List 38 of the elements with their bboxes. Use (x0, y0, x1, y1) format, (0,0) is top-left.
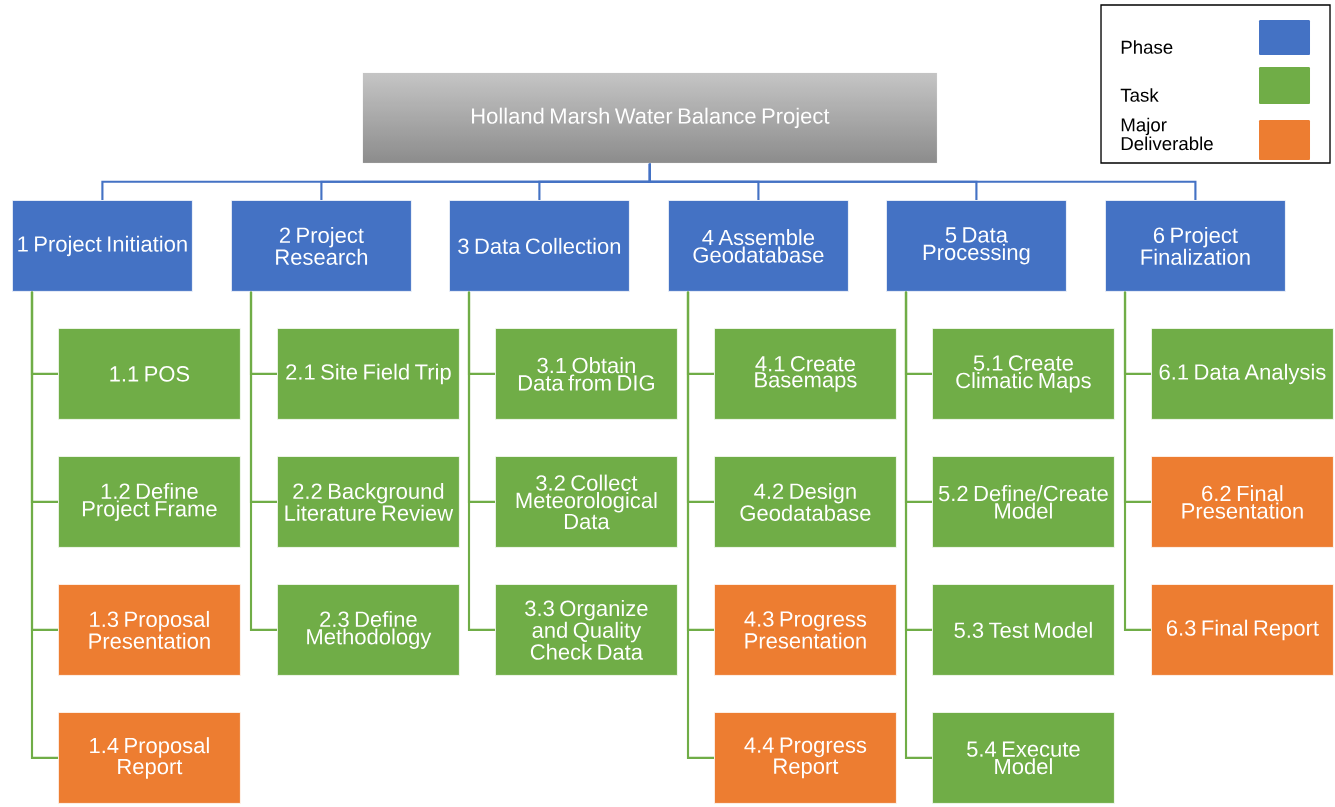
connector-line (1123, 291, 1151, 631)
task-box: 2.3 Define Methodology (277, 584, 460, 676)
task-box: 4.2 Design Geodatabase (714, 456, 897, 548)
task-box: 3.1 Obtain Data from DIG (495, 328, 678, 420)
connector-line (904, 291, 932, 759)
deliverable-box: 1.4 Proposal Report (58, 712, 241, 804)
connector-line (686, 291, 714, 759)
phase-box: 2 Project Research (231, 200, 412, 292)
task-box: 2.1 Site Field Trip (277, 328, 460, 420)
task-box: 1.1 POS (58, 328, 241, 420)
connector-line (467, 291, 495, 631)
legend-label: Phase (1121, 40, 1173, 54)
deliverable-box: 1.3 Proposal Presentation (58, 584, 241, 676)
task-box: 3.2 Collect Meteorological Data (495, 456, 678, 548)
phase-box: 4 Assemble Geodatabase (668, 200, 849, 292)
task-box: 4.1 Create Basemaps (714, 328, 897, 420)
task-box: 2.2 Background Literature Review (277, 456, 460, 548)
legend-label: Task (1120, 88, 1159, 102)
phase-box: 3 Data Collection (449, 200, 630, 292)
phase-box: 1 Project Initiation (12, 200, 193, 292)
task-box: 5.1 Create Climatic Maps (932, 328, 1115, 420)
legend-label: Major Deliverable (1121, 117, 1213, 151)
deliverable-box: 6.2 Final Presentation (1151, 456, 1334, 548)
task-box: 6.1 Data Analysis (1151, 328, 1334, 420)
connector-line (648, 163, 1197, 200)
task-box: 5.4 Execute Model (932, 712, 1115, 804)
phase-box: 5 Data Processing (886, 200, 1067, 292)
connector-line (30, 291, 58, 759)
deliverable-box: 4.3 Progress Presentation (714, 584, 897, 676)
connector-line (249, 291, 277, 631)
task-box: 3.3 Organize and Quality Check Data (495, 584, 678, 676)
task-box: 1.2 Define Project Frame (58, 456, 241, 548)
phase-box: 6 Project Finalization (1105, 200, 1286, 292)
task-box: 5.3 Test Model (932, 584, 1115, 676)
task-box: 5.2 Define/Create Model (932, 456, 1115, 548)
deliverable-box: 4.4 Progress Report (714, 712, 897, 804)
deliverable-box: 6.3 Final Report (1151, 584, 1334, 676)
project-box: Holland Marsh Water Balance Project (362, 72, 938, 164)
